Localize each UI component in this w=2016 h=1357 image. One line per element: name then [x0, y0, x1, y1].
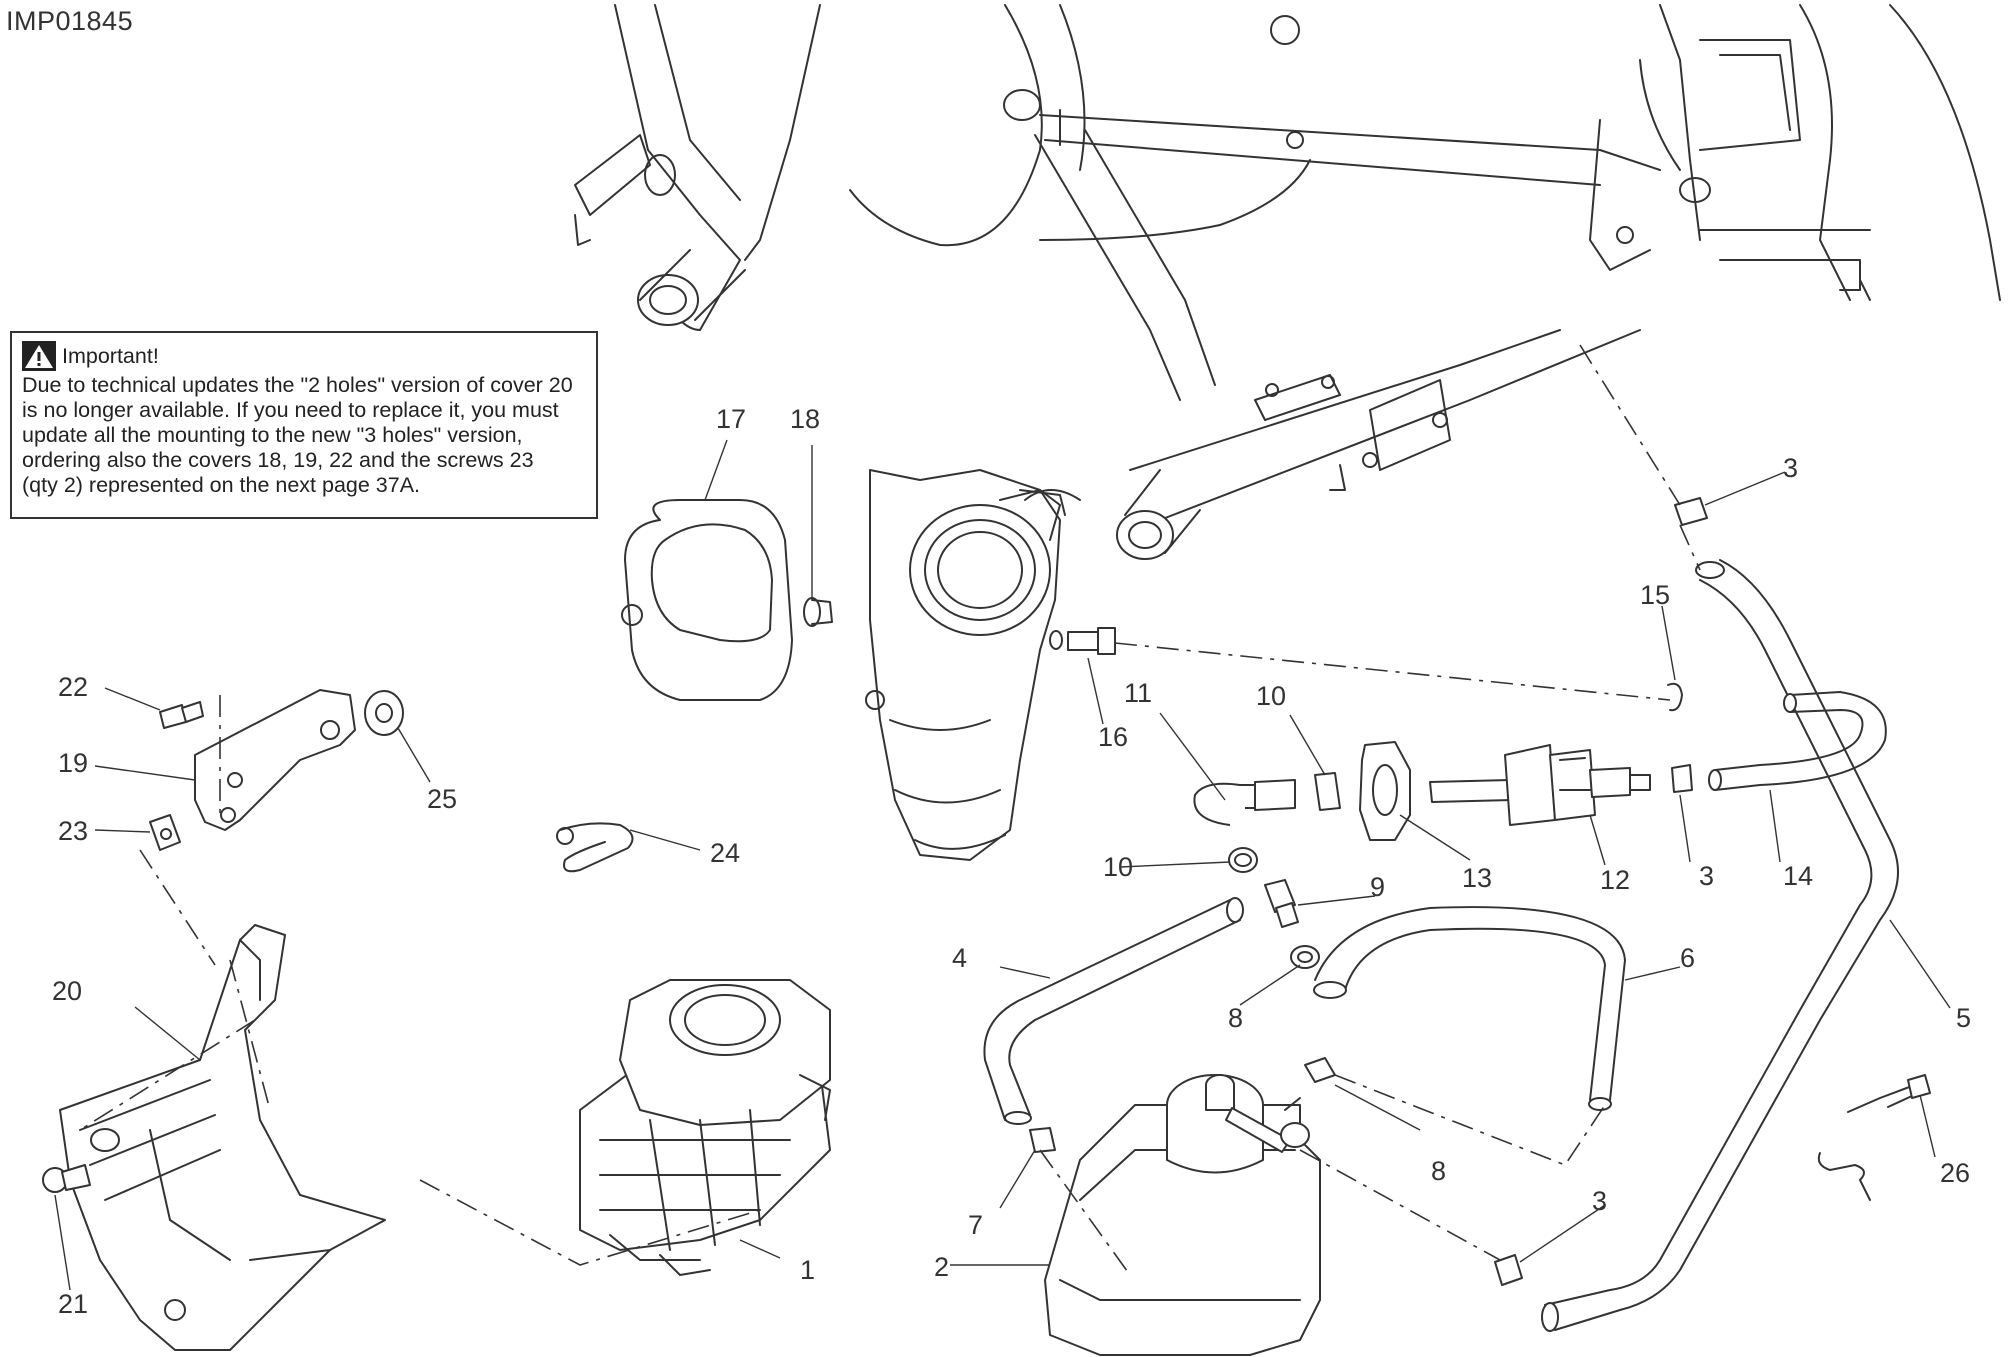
callout-3: 3: [1699, 861, 1714, 891]
note-line: (qty 2) represented on the next page 37A…: [22, 473, 421, 497]
part-20-cover: [59, 924, 386, 1351]
note-title: Important!: [62, 343, 159, 368]
part-10-clamp: [1228, 847, 1258, 873]
callout-2: 2: [934, 1252, 949, 1282]
callout-18: 18: [790, 404, 820, 434]
callout-21: 21: [58, 1289, 88, 1319]
part-1-canister: [579, 979, 831, 1276]
part-6-hose: [1313, 906, 1626, 1111]
callout-13: 13: [1462, 863, 1492, 893]
part-9-connector: [1264, 879, 1299, 928]
motorcycle-frame: [574, 4, 2001, 560]
part-2-reservoir: [1044, 1074, 1321, 1356]
part-3-clamp: [1671, 764, 1693, 793]
assembly-lines: [79, 344, 1701, 1276]
note-header: Important!: [22, 339, 586, 373]
part-16-fitting: [1049, 627, 1116, 655]
part-12-valve: [1429, 744, 1651, 826]
callout-6: 6: [1680, 943, 1695, 973]
note-line: Due to technical updates the "2 holes" v…: [22, 373, 573, 397]
callout-26: 26: [1940, 1158, 1970, 1188]
diagram-id: IMP01845: [6, 6, 134, 36]
callout-3: 3: [1592, 1186, 1607, 1216]
callout-16: 16: [1098, 722, 1128, 752]
part-15-clip: [1667, 682, 1683, 712]
callout-8: 8: [1228, 1003, 1243, 1033]
part-18-fastener-pin: [803, 597, 833, 627]
callout-3: 3: [1783, 453, 1798, 483]
part-24-clip: [556, 822, 634, 873]
note-line: is no longer available. If you need to r…: [22, 398, 559, 422]
callout-15: 15: [1640, 580, 1670, 610]
part-5-hose: [1541, 559, 1899, 1332]
part-3-clamp-lower: [1494, 1254, 1523, 1286]
part-7-clamp: [1029, 1127, 1056, 1153]
intake-manifold: [865, 469, 1081, 861]
callout-10: 10: [1256, 681, 1286, 711]
callout-14: 14: [1783, 861, 1813, 891]
part-13-holder: [1359, 741, 1411, 841]
part-8-clamp: [1290, 945, 1320, 969]
part-4-hose: [983, 897, 1244, 1125]
part-17-air-duct-cover: [621, 499, 793, 701]
part-23-clip-nut: [149, 814, 181, 851]
callout-12: 12: [1600, 865, 1630, 895]
part-25-grommet: [364, 690, 404, 736]
part-3-clamp-upper: [1674, 497, 1708, 526]
callout-11: 11: [1124, 678, 1152, 708]
bracket-group-19: [194, 689, 356, 831]
callout-17: 17: [716, 404, 746, 434]
part-21-screw: [42, 1164, 91, 1193]
part-14-hose: [1708, 691, 1887, 791]
leader-lines: [54, 439, 1951, 1291]
callout-22: 22: [58, 672, 88, 702]
callout-1: 1: [800, 1255, 815, 1285]
callout-20: 20: [52, 976, 82, 1006]
note-line: update all the mounting to the new "3 ho…: [22, 423, 523, 447]
callout-5: 5: [1956, 1003, 1971, 1033]
callout-7: 7: [968, 1210, 983, 1240]
callout-9: 9: [1370, 872, 1385, 902]
callout-25: 25: [427, 784, 457, 814]
part-10-sleeve: [1314, 772, 1341, 811]
warning-triangle-icon: [22, 341, 56, 371]
part-8-clamp-lower: [1304, 1057, 1336, 1083]
callout-10: 10: [1103, 852, 1133, 882]
callout-23: 23: [58, 816, 88, 846]
callout-4: 4: [952, 943, 967, 973]
callout-labels: 17 18 3 15 16 11 10 10 13 12 3 14 9 8 4 …: [52, 404, 1971, 1319]
part-11-elbow-hose: [1193, 779, 1296, 826]
part-22-screw: [159, 701, 204, 729]
callout-24: 24: [710, 838, 740, 868]
callout-8: 8: [1431, 1156, 1446, 1186]
callout-19: 19: [58, 748, 88, 778]
important-note: Important! Due to technical updates the …: [10, 331, 598, 519]
note-line: ordering also the covers 18, 19, 22 and …: [22, 448, 534, 472]
part-26-cable-tie: [1817, 1074, 1931, 1201]
